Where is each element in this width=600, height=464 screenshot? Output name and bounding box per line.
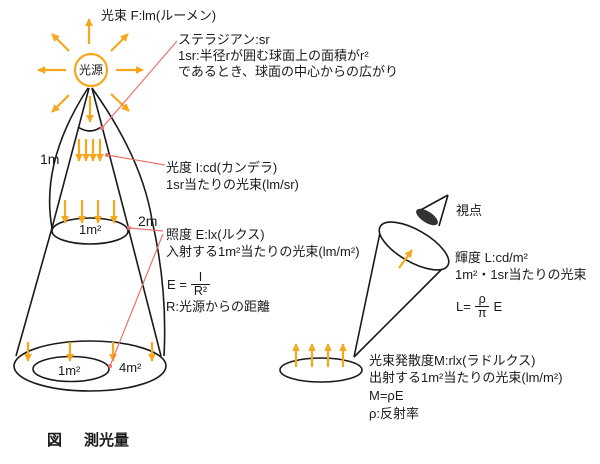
- luminance-formula-fraction: ρ π: [474, 292, 490, 320]
- steradian-arc: [77, 126, 102, 132]
- exitance-formula: M=ρE: [369, 388, 404, 403]
- illuminance-note: 照度 E:lx(ルクス) 入射する1m²当たりの光束(lm/m²): [166, 226, 360, 260]
- steradian-note-line1: ステラジアン:sr: [178, 32, 270, 47]
- flux-arrows-emitting-surface: [292, 249, 413, 367]
- reflectance-note: ρ:反射率: [369, 406, 420, 421]
- luminance-note-line2: 1m²・1sr当たりの光束: [455, 267, 587, 282]
- intensity-note-line2: 1sr当たりの光束(lm/sr): [166, 177, 299, 192]
- illuminance-note-line1: 照度 E:lx(ルクス): [166, 227, 265, 242]
- viewed-disc: [378, 221, 450, 271]
- exitance-note: 光束発散度M:rlx(ラドルクス) 出射する1m²当たりの光束(lm/m²): [369, 352, 563, 386]
- flux-arrows-mid-surface: [61, 200, 118, 224]
- light-rays: [37, 18, 144, 113]
- luminance-note: 輝度 L:cd/m² 1m²・1sr当たりの光束: [455, 249, 586, 283]
- eye-icon: [416, 194, 449, 227]
- luminance-formula-lhs: L=: [456, 299, 471, 314]
- flux-arrows-steradian: [75, 96, 104, 162]
- emitting-surface: [279, 357, 363, 383]
- pointer-lines: [100, 40, 178, 368]
- illuminance-formula-fraction: I R²: [190, 270, 211, 298]
- illuminance-note-line2: 入射する1m²当たりの光束(lm/m²): [166, 244, 360, 259]
- viewing-cone-lines: [353, 227, 448, 358]
- intensity-note: 光度 I:cd(カンデラ) 1sr当たりの光束(lm/sr): [166, 159, 299, 193]
- area-label-mid-1m2: 1m²: [79, 222, 102, 237]
- distance-label-1m: 1m: [40, 151, 60, 167]
- illuminance-formula-numerator: I: [198, 270, 203, 284]
- illuminance-formula-denominator: R²: [190, 284, 211, 298]
- steradian-note-line3: であるとき、球面の中心からの広がり: [178, 64, 398, 79]
- steradian-note-line2: 1sr:半径rが囲む球面上の面積がr²: [178, 48, 369, 63]
- luminance-formula-denominator: π: [474, 306, 490, 320]
- light-source-circle: [73, 52, 109, 88]
- flux-label: 光束 F:lm(ルーメン): [101, 8, 217, 23]
- luminance-formula: L= ρ π E: [456, 293, 502, 320]
- figure-caption-prefix: 図: [47, 432, 63, 449]
- luminance-note-line1: 輝度 L:cd/m²: [455, 250, 528, 265]
- light-source-label: 光源: [78, 63, 104, 77]
- area-label-bottom-1m2: 1m²: [58, 363, 81, 378]
- exitance-note-line2: 出射する1m²当たりの光束(lm/m²): [369, 370, 563, 385]
- steradian-note: ステラジアン:sr 1sr:半径rが囲む球面上の面積がr² であるとき、球面の中…: [178, 32, 398, 80]
- figure-caption-title: 測光量: [84, 432, 130, 449]
- exitance-note-line1: 光束発散度M:rlx(ラドルクス): [369, 353, 536, 368]
- surface-ellipses: [13, 217, 450, 392]
- luminance-formula-numerator: ρ: [478, 292, 486, 306]
- illuminance-formula-lhs: E =: [167, 277, 187, 292]
- intensity-note-line1: 光度 I:cd(カンデラ): [166, 160, 278, 175]
- luminance-formula-rhs: E: [493, 299, 503, 314]
- figure-caption: 図 測光量: [47, 429, 129, 450]
- distance-note: R:光源からの距離: [166, 299, 271, 314]
- illuminance-formula: E = I R²: [167, 270, 211, 298]
- cone-lines: [15, 87, 166, 357]
- area-label-bottom-4m2: 4m²: [119, 360, 142, 375]
- mid-surface-1m2: [51, 217, 129, 245]
- distance-label-2m: 2m: [138, 213, 158, 229]
- viewpoint-label: 視点: [456, 203, 483, 218]
